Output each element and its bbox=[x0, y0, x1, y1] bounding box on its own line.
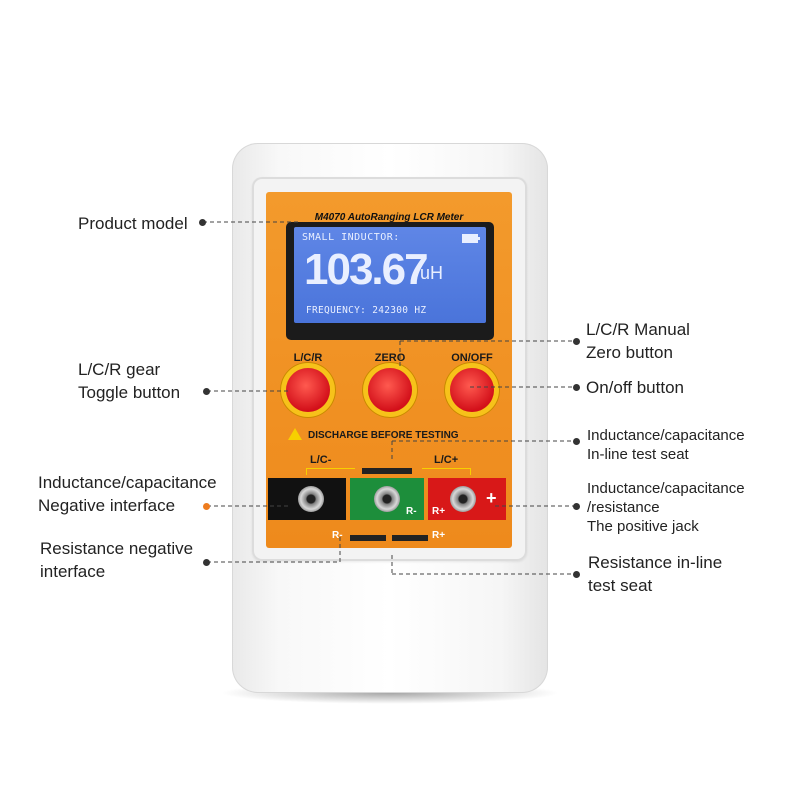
lcr-button-label: L/C/R bbox=[293, 352, 323, 364]
plus-icon: + bbox=[486, 488, 497, 508]
callout-onoff: On/off button bbox=[586, 378, 684, 397]
lcd-frequency: FREQUENCY: 242300 HZ bbox=[306, 305, 427, 316]
callout-dot bbox=[573, 571, 580, 578]
lc-negative-jack[interactable] bbox=[298, 486, 324, 512]
lcd-reading: 103.67 bbox=[304, 245, 429, 294]
callout-dot bbox=[203, 388, 210, 395]
callout-dot bbox=[199, 219, 206, 226]
r-inline-seat-right[interactable] bbox=[392, 535, 428, 541]
positive-jack-panel: R+ + bbox=[428, 478, 506, 520]
lcd-screen: SMALL INDUCTOR: 103.67 uH FREQUENCY: 242… bbox=[294, 227, 486, 323]
positive-jack[interactable] bbox=[450, 486, 476, 512]
callout-dot bbox=[573, 338, 580, 345]
lcd-unit: uH bbox=[420, 263, 444, 283]
r-inline-seat-left[interactable] bbox=[350, 535, 386, 541]
callout-dot bbox=[573, 503, 580, 510]
battery-icon bbox=[462, 234, 480, 243]
bracket-right bbox=[422, 468, 471, 475]
zero-button[interactable] bbox=[368, 368, 412, 412]
discharge-warning: DISCHARGE BEFORE TESTING bbox=[288, 428, 459, 441]
callout-dot bbox=[573, 438, 580, 445]
r-plus-label: R+ bbox=[432, 530, 446, 541]
zero-button-label: ZERO bbox=[374, 352, 406, 364]
callout-dot bbox=[203, 559, 210, 566]
onoff-button[interactable] bbox=[450, 368, 494, 412]
lc-negative-jack-panel bbox=[268, 478, 346, 520]
lcr-toggle-button[interactable] bbox=[286, 368, 330, 412]
lcd-bezel: SMALL INDUCTOR: 103.67 uH FREQUENCY: 242… bbox=[286, 222, 494, 340]
model-title: M4070 AutoRanging LCR Meter bbox=[314, 212, 464, 223]
r-minus-label: R- bbox=[332, 530, 343, 541]
r-plus-label-red: R+ bbox=[432, 506, 446, 517]
callout-product-model: Product model bbox=[78, 214, 188, 233]
onoff-button-label: ON/OFF bbox=[451, 352, 493, 364]
callout-dot bbox=[573, 384, 580, 391]
lc-minus-label: L/C- bbox=[310, 454, 332, 466]
front-panel: M4070 AutoRanging LCR Meter SMALL INDUCT… bbox=[266, 192, 512, 548]
lc-inline-test-seat[interactable] bbox=[362, 468, 412, 474]
r-negative-jack[interactable] bbox=[374, 486, 400, 512]
r-negative-jack-panel: R- bbox=[350, 478, 424, 520]
warning-icon bbox=[288, 428, 302, 440]
lcd-mode-text: SMALL INDUCTOR: bbox=[302, 232, 400, 243]
lc-plus-label: L/C+ bbox=[434, 454, 459, 466]
bracket-left bbox=[306, 468, 355, 475]
callout-dot bbox=[203, 503, 210, 510]
r-minus-label-green: R- bbox=[406, 506, 417, 517]
